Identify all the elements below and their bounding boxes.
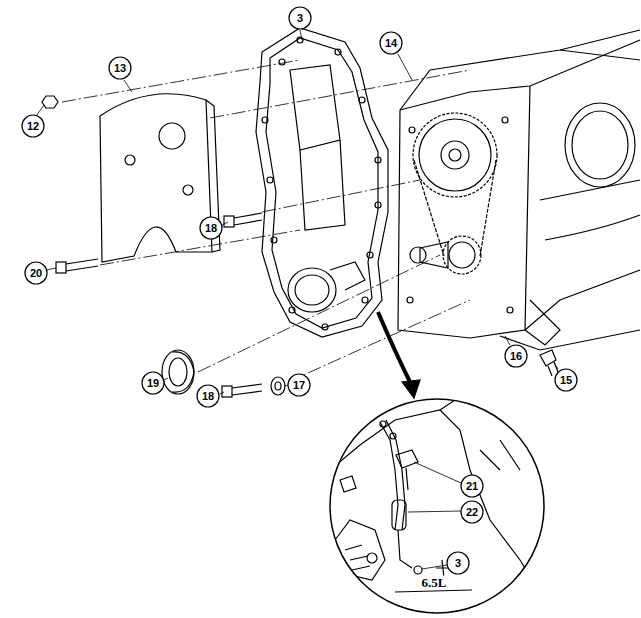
- washer: [271, 377, 285, 395]
- callout-circle: [22, 115, 44, 137]
- callout-number: 17: [293, 380, 305, 391]
- callout-number: 22: [466, 507, 478, 518]
- callout-circle: [380, 32, 402, 54]
- callout-circle: [109, 57, 131, 79]
- callout-number: 21: [466, 481, 478, 492]
- callout-circle: [461, 475, 483, 497]
- callout-circle: [289, 7, 311, 29]
- fitting: [540, 350, 558, 376]
- callout-circle: [505, 345, 527, 367]
- bolt: [224, 213, 262, 227]
- callout-number: 18: [202, 391, 214, 402]
- callout-number: 3: [297, 13, 303, 24]
- callout-number: 19: [147, 378, 159, 389]
- splash-shield: [100, 94, 220, 262]
- callout-circle: [288, 374, 310, 396]
- callout-circle: [142, 372, 164, 394]
- callout-circle: [461, 501, 483, 523]
- callout-number: 13: [114, 63, 126, 74]
- nut: [42, 96, 58, 108]
- detail-view: [330, 398, 545, 600]
- callout-number: 12: [27, 121, 39, 132]
- bolt: [222, 384, 262, 397]
- callout-number: 20: [30, 268, 42, 279]
- callout-circle: [447, 552, 469, 574]
- detail-arrow: [378, 312, 412, 386]
- timing-gears: [407, 113, 513, 313]
- callout-circle: [555, 369, 577, 391]
- engine-block: [398, 30, 640, 350]
- front-cover: [256, 28, 388, 337]
- seal: [162, 350, 194, 394]
- callout-circle: [25, 262, 47, 284]
- callout-number: 16: [510, 351, 522, 362]
- engine-label: 6.5L: [420, 576, 449, 589]
- bolt: [56, 259, 98, 273]
- callout-number: 15: [560, 375, 572, 386]
- detail-circle: [330, 399, 544, 613]
- callout-circle: [200, 217, 222, 239]
- callout-circle: [197, 385, 219, 407]
- callout-number: 18: [205, 223, 217, 234]
- callout-number: 3: [455, 558, 461, 569]
- callout-number: 14: [385, 38, 397, 49]
